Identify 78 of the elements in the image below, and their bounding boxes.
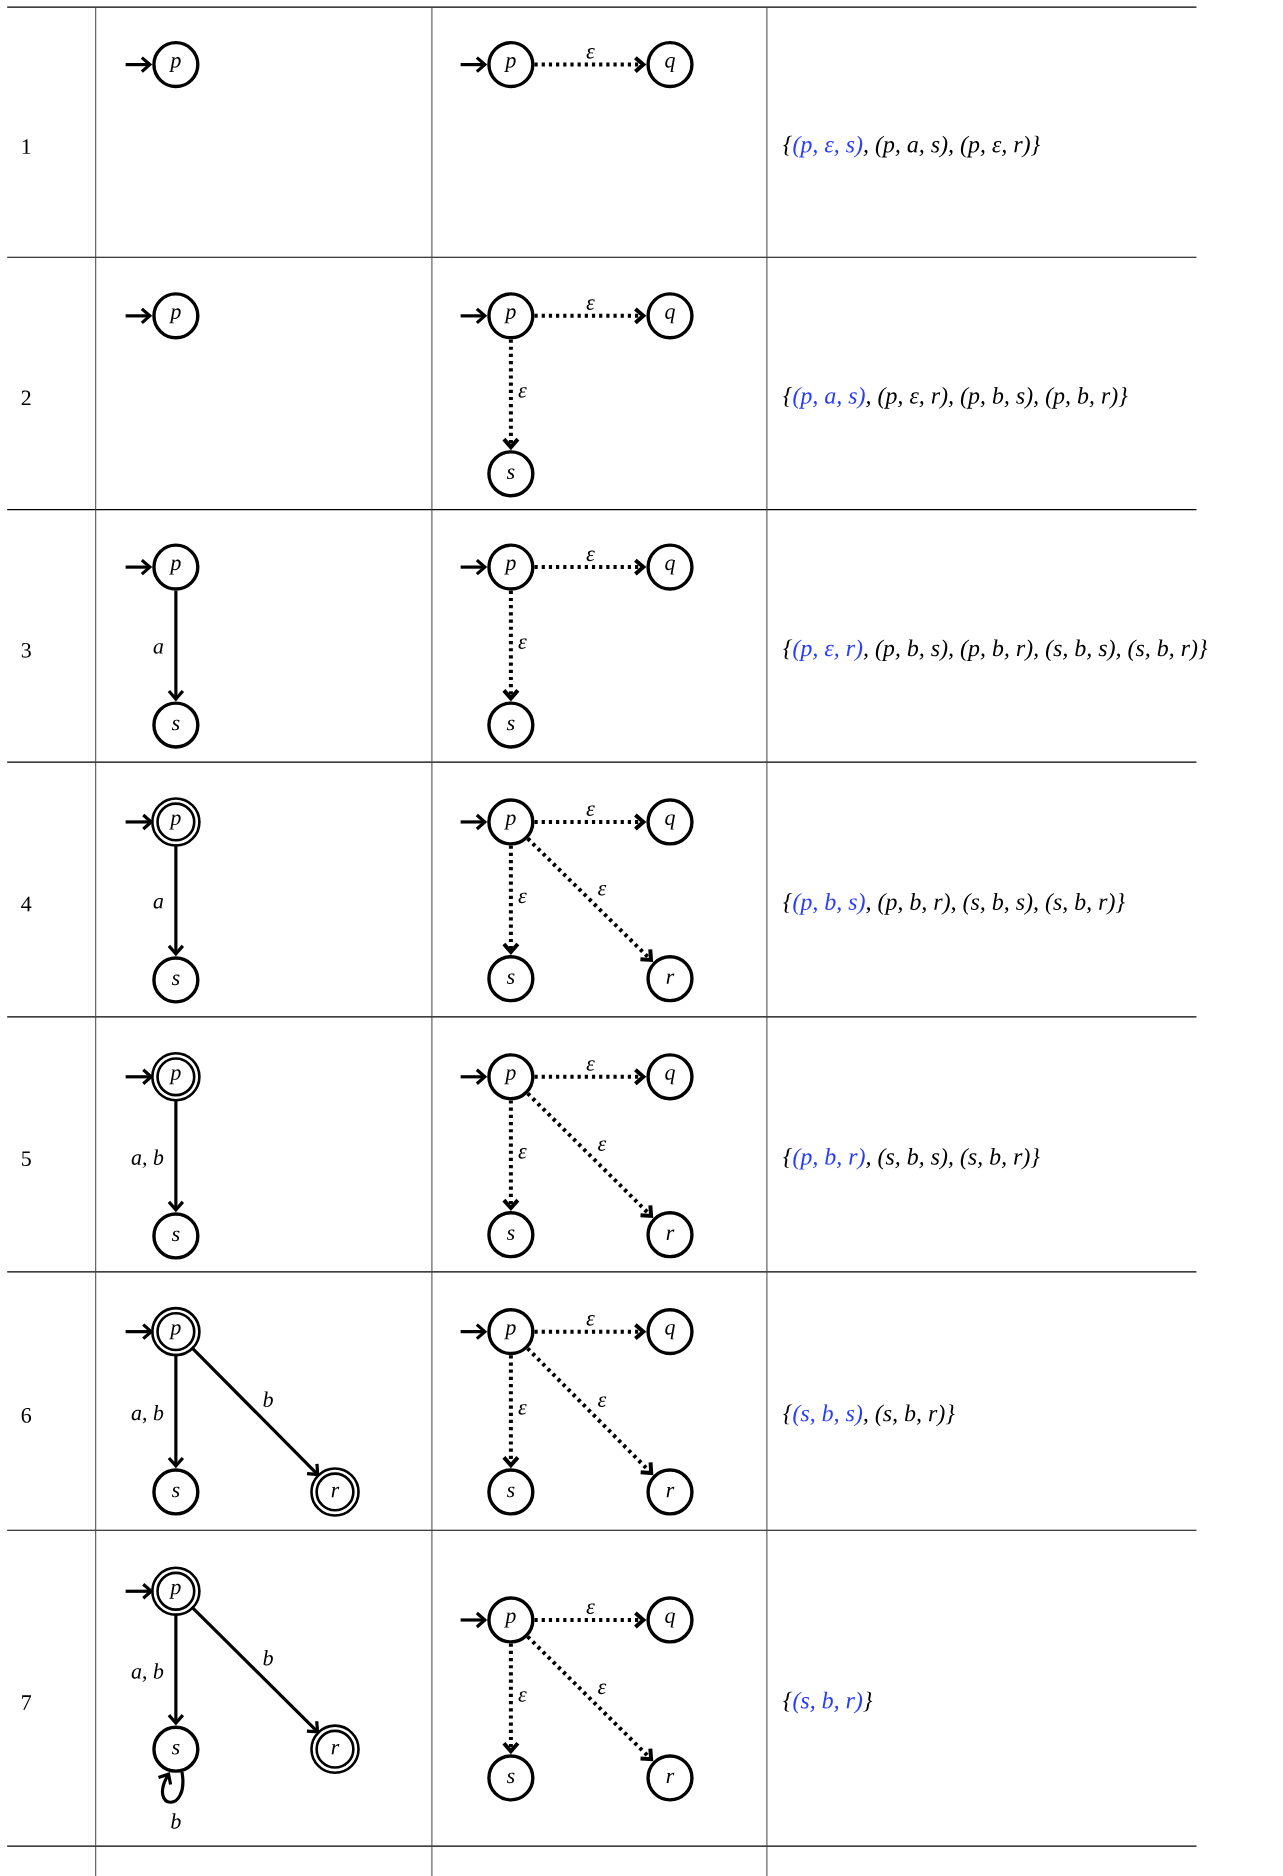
edge-label: ε: [586, 550, 595, 562]
arrow: [167, 1353, 185, 1469]
edge-label: a, b: [131, 1404, 164, 1424]
edge-label: b: [171, 1813, 181, 1829]
arrow: [534, 1611, 647, 1629]
edge-label: a: [153, 643, 164, 654]
start-arrow: [460, 307, 488, 325]
arrow: [502, 1100, 520, 1212]
arrow: [502, 1355, 520, 1469]
edge-label: a: [153, 898, 164, 909]
row-number: 6: [21, 1408, 32, 1423]
arrow: [167, 1099, 185, 1213]
edge-label: b: [263, 1391, 274, 1407]
arrow: [534, 1323, 647, 1341]
edge-label: ε: [518, 1404, 527, 1415]
set-expression: {(s, b, r)}: [783, 1691, 873, 1714]
arrow: [502, 339, 520, 451]
edge-label: ε: [598, 1396, 607, 1407]
edge-label: a, b: [131, 1149, 164, 1169]
edge-label: ε: [586, 1315, 595, 1326]
edge-label: ε: [586, 299, 595, 310]
edge-label: ε: [598, 1140, 607, 1151]
start-arrow: [460, 558, 488, 576]
row-number: 2: [21, 390, 31, 406]
arrow: [526, 1347, 654, 1476]
arrow: [502, 590, 520, 702]
edge-label: ε: [518, 892, 527, 904]
arrow: [167, 590, 185, 702]
edge-label: ε: [518, 638, 527, 649]
start-arrow: [460, 813, 488, 831]
row-number: 5: [22, 1151, 32, 1167]
start-arrow: [460, 1323, 488, 1340]
edge-label: ε: [586, 805, 595, 816]
arrow: [167, 1613, 185, 1726]
edge-label: ε: [586, 48, 595, 59]
set-expression: {(p, b, s), (p, b, r), (s, b, s), (s, b, r)}: [783, 893, 1125, 915]
arrow: [526, 1092, 654, 1219]
set-expression: {(p, a, s), (p, ε, r), (p, b, s), (p, b, r)}: [783, 386, 1128, 409]
set-expression: {(p, b, r), (s, b, s), (s, b, r)}: [783, 1147, 1040, 1170]
edge-label: b: [263, 1650, 274, 1666]
edge-label: ε: [598, 1683, 607, 1695]
edge-label: ε: [518, 1691, 527, 1702]
arrow: [502, 845, 520, 956]
start-arrow: [125, 1068, 154, 1085]
start-arrow: [460, 1068, 488, 1085]
set-expression: {(s, b, s), (s, b, r)}: [783, 1404, 955, 1427]
arrow: [534, 307, 647, 325]
start-arrow: [125, 558, 153, 576]
arrow: [190, 1605, 320, 1734]
edge-label: ε: [518, 387, 527, 398]
row-number: 3: [22, 642, 32, 658]
arrow: [526, 837, 654, 963]
arrow: [190, 1346, 320, 1477]
edge-label: ε: [586, 1060, 595, 1071]
edge-label: ε: [586, 1603, 595, 1614]
row-number: 7: [22, 1695, 32, 1710]
start-arrow: [125, 56, 153, 73]
start-arrow: [125, 307, 153, 325]
arrow: [534, 1068, 647, 1086]
set-expression: {(p, ε, s), (p, a, s), (p, ε, r)}: [783, 135, 1041, 158]
set-expression: {(p, ε, r), (p, b, s), (p, b, r), (s, b, s), (s, b, r)}: [783, 639, 1208, 662]
row-number: 4: [21, 896, 32, 912]
start-arrow: [125, 813, 154, 831]
start-arrow: [125, 1583, 154, 1600]
edge-label: ε: [598, 885, 607, 896]
arrow: [534, 813, 647, 831]
arrow: [534, 558, 647, 576]
row-number: 1: [22, 139, 31, 154]
arrow: [167, 844, 185, 957]
arrow: [526, 1635, 654, 1762]
edge-label: a, b: [131, 1663, 164, 1682]
loop-arrow: [158, 1771, 185, 1804]
start-arrow: [125, 1323, 154, 1340]
start-arrow: [460, 1611, 488, 1629]
arrow: [502, 1643, 520, 1755]
arrow: [534, 56, 647, 74]
start-arrow: [460, 56, 488, 73]
edge-label: ε: [518, 1148, 527, 1159]
